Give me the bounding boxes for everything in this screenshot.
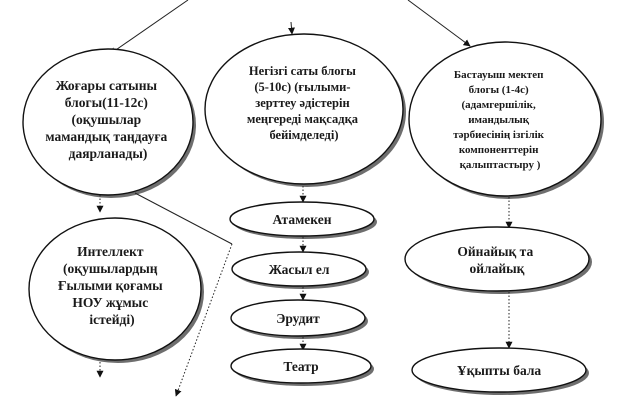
- node-teatr: Театр: [230, 348, 374, 386]
- node-uqypty-bala: Ұқыпты бала: [411, 347, 589, 395]
- node-zhasyl-text: Жасыл ел: [269, 262, 330, 277]
- arrow-top-to-upper: [109, 0, 189, 55]
- arrow-top-to-primary: [407, 0, 471, 47]
- node-upper-block: Жоғары сатыны блогы(11-12с) (оқушылар ма…: [22, 48, 196, 198]
- node-primary-text: Бастауыш мектеп блогы (1-4с) (адамгершіл…: [453, 69, 547, 171]
- node-uqypty-text: Ұқыпты бала: [457, 363, 542, 378]
- node-zhasyl-el: Жасыл ел: [231, 251, 369, 289]
- node-intellect-text: Интеллект (оқушылардың Ғылыми қоғамы НОУ…: [58, 244, 166, 327]
- line-diagonal-down: [174, 243, 233, 397]
- node-upper-text: Жоғары сатыны блогы(11-12с) (оқушылар ма…: [45, 78, 170, 161]
- line-upper-diagonal: [134, 192, 233, 245]
- node-erudit: Эрудит: [230, 299, 368, 339]
- node-middle-text: Негізгі саты блогы (5-10с) (ғылыми- зерт…: [247, 64, 361, 142]
- node-teatr-text: Театр: [283, 359, 318, 374]
- node-atameken-text: Атамекен: [272, 212, 331, 227]
- node-erudit-text: Эрудит: [276, 311, 320, 326]
- node-primary-block: Бастауыш мектеп блогы (1-4с) (адамгершіл…: [408, 41, 604, 199]
- node-oinaiyk-text: Ойнайық та ойлайық: [457, 244, 536, 276]
- node-middle-block: Негізгі саты блогы (5-10с) (ғылыми- зерт…: [204, 33, 406, 187]
- node-intellect: Интеллект (оқушылардың Ғылыми қоғамы НОУ…: [28, 217, 204, 363]
- node-atameken: Атамекен: [229, 201, 377, 239]
- arrow-top-to-middle: [287, 21, 295, 35]
- node-oinaiyk: Ойнайық та ойлайық: [404, 226, 592, 294]
